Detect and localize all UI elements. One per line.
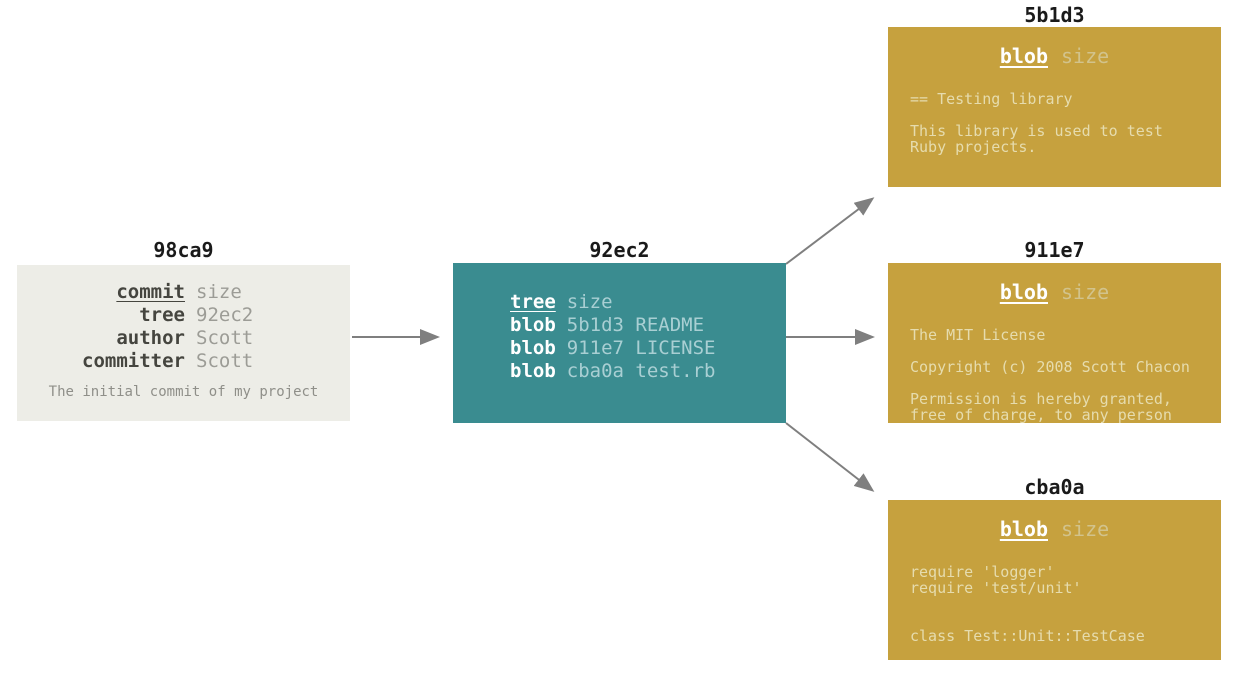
- blob-content: require 'logger' require 'test/unit' cla…: [910, 563, 1145, 645]
- blob-size-label: size: [1061, 44, 1110, 68]
- commit-key-author: author: [116, 327, 185, 349]
- blob-content: == Testing library This library is used …: [910, 90, 1163, 156]
- arrow-tree-to-blob-cba0a: [785, 422, 875, 492]
- blob-type-label: blob: [999, 280, 1048, 304]
- tree-value: size: [566, 291, 613, 313]
- arrow-tree-to-blob-5b1d3: [785, 197, 875, 265]
- blob-size-label: size: [1061, 280, 1110, 304]
- commit-key-committer: committer: [82, 350, 185, 372]
- tree-entry: blob cba0a test.rb: [510, 360, 786, 383]
- blob-object-box-cba0a: blob size require 'logger' require 'test…: [888, 500, 1221, 660]
- commit-value-committer: Scott: [196, 350, 254, 372]
- tree-id-label: 92ec2: [589, 238, 650, 262]
- commit-object-box: commit size tree 92ec2 author Scott comm…: [17, 265, 350, 421]
- blob-content: The MIT License Copyright (c) 2008 Scott…: [910, 326, 1190, 423]
- tree-entry: tree size: [510, 291, 786, 314]
- commit-value-author: Scott: [196, 327, 254, 349]
- blob-id-label: 5b1d3: [1024, 3, 1085, 27]
- blob-header: blob size: [910, 281, 1199, 303]
- blob-object-box-5b1d3: blob size == Testing library This librar…: [888, 27, 1221, 187]
- blob-id-label: cba0a: [1024, 475, 1085, 499]
- tree-object-box: tree size blob 5b1d3 README blob 911e7 L…: [453, 263, 786, 423]
- commit-id-label: 98ca9: [153, 238, 214, 262]
- commit-message: The initial commit of my project: [48, 384, 319, 400]
- tree-entries: tree size blob 5b1d3 README blob 911e7 L…: [453, 263, 786, 383]
- commit-value-tree: 92ec2: [196, 304, 254, 326]
- tree-entry: blob 911e7 LICENSE: [510, 337, 786, 360]
- tree-key: tree: [510, 291, 556, 313]
- commit-key-tree: tree: [139, 304, 185, 326]
- commit-fields: commit size tree 92ec2 author Scott comm…: [17, 265, 350, 373]
- tree-value: 911e7 LICENSE: [566, 337, 716, 359]
- blob-header: blob size: [910, 45, 1199, 67]
- tree-entry: blob 5b1d3 README: [510, 314, 786, 337]
- blob-type-label: blob: [999, 517, 1048, 541]
- tree-key: blob: [510, 314, 556, 336]
- tree-key: blob: [510, 360, 556, 382]
- tree-value: 5b1d3 README: [566, 314, 705, 336]
- commit-key-commit: commit: [116, 281, 185, 303]
- blob-id-label: 911e7: [1024, 238, 1085, 262]
- blob-header: blob size: [910, 518, 1199, 540]
- blob-object-box-911e7: blob size The MIT License Copyright (c) …: [888, 263, 1221, 423]
- blob-size-label: size: [1061, 517, 1110, 541]
- tree-value: cba0a test.rb: [566, 360, 716, 382]
- tree-key: blob: [510, 337, 556, 359]
- blob-type-label: blob: [999, 44, 1048, 68]
- commit-value-size: size: [196, 281, 242, 303]
